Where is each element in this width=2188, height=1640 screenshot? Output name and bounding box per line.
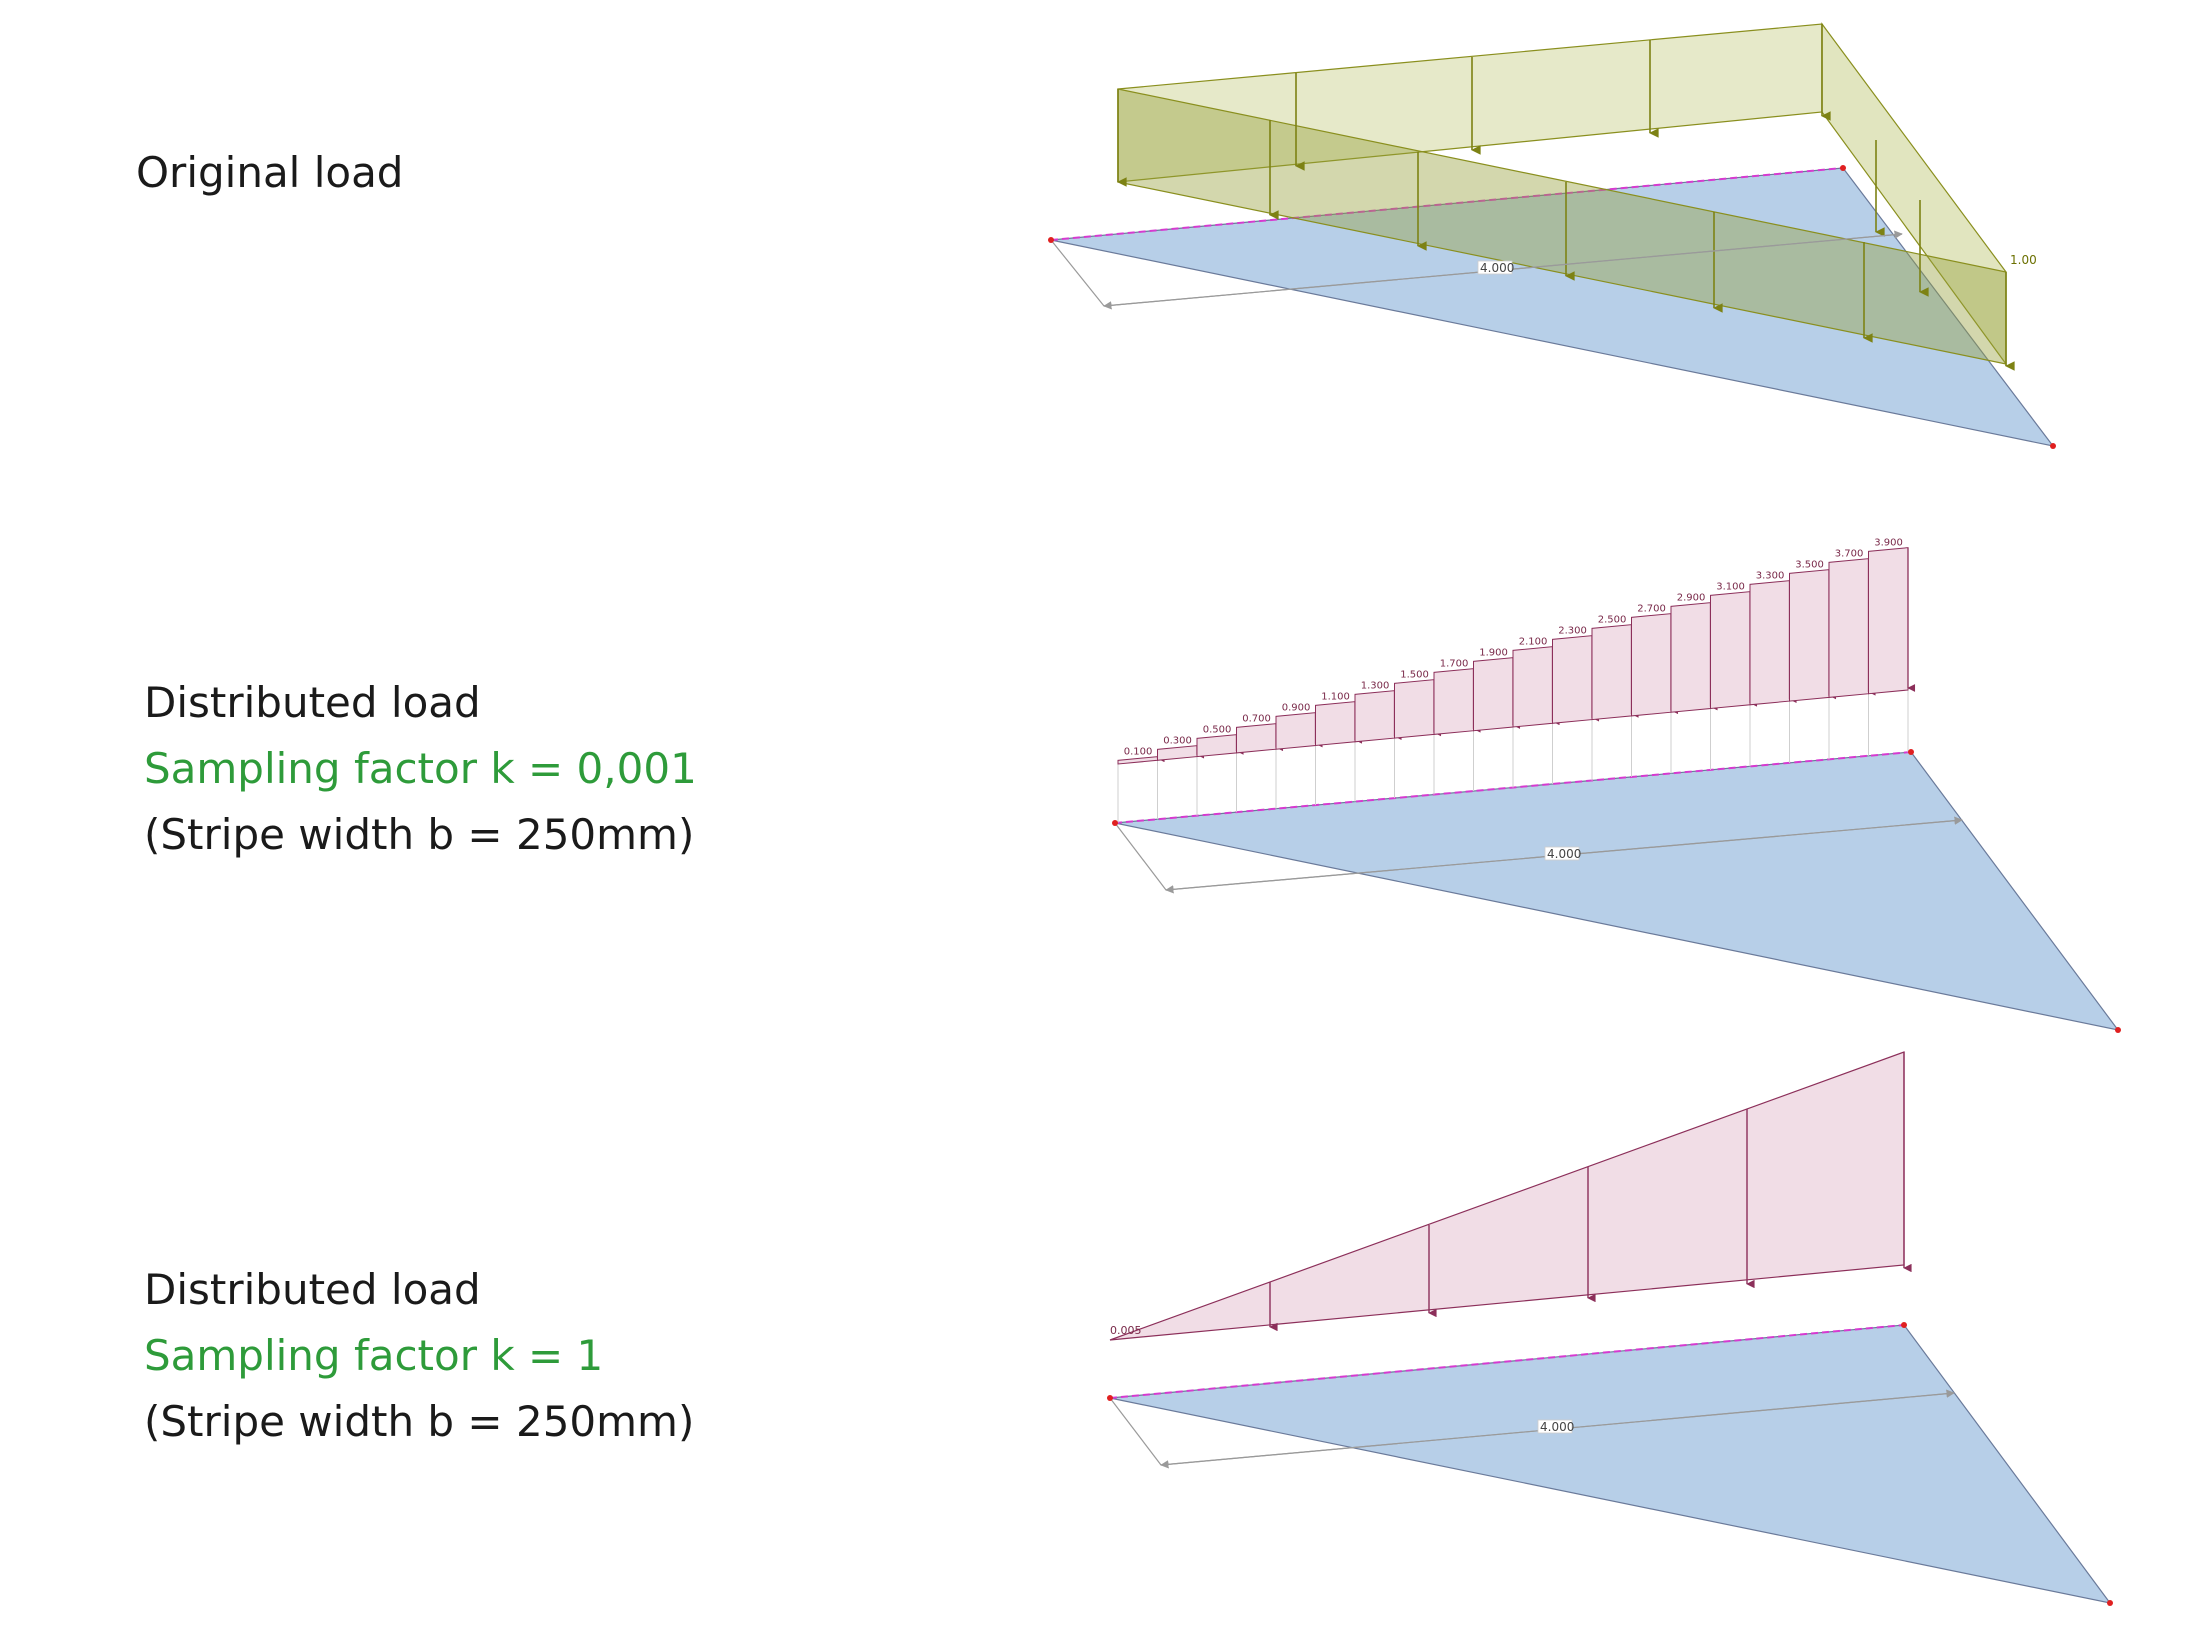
stripe-load-value: 2.300 bbox=[1558, 626, 1587, 637]
plate-top-edge bbox=[1050, 167, 1844, 241]
caption-distributed-1-title: Distributed load bbox=[144, 678, 481, 727]
stripe-load-block bbox=[1394, 679, 1435, 739]
node-point bbox=[1048, 237, 1054, 243]
stripe-load-block bbox=[1275, 712, 1316, 750]
original-dimension-label: 4.000 bbox=[1480, 261, 1514, 275]
node-point bbox=[2107, 1600, 2113, 1606]
stripe-load-block bbox=[1315, 701, 1356, 747]
stripe-load-value: 1.500 bbox=[1400, 670, 1429, 681]
caption-distributed-1: Distributed load Sampling factor k = 0,0… bbox=[144, 670, 697, 868]
caption-original-load: Original load bbox=[136, 140, 403, 206]
stripe-load-value: 0.900 bbox=[1282, 703, 1311, 714]
stripe-load-value: 0.500 bbox=[1203, 725, 1232, 736]
stripe-load-block bbox=[1868, 547, 1909, 695]
stripe-load-value: 3.500 bbox=[1795, 560, 1824, 571]
original-load-value: 1.00 bbox=[2010, 253, 2037, 267]
stripe-loads: 0.100 0.300 0.500 0.700 0.900 1.100 1.300 1.500… bbox=[1117, 538, 1916, 765]
stripe-load-value: 2.500 bbox=[1598, 615, 1627, 626]
stripe-load-value: 2.700 bbox=[1637, 604, 1666, 615]
plate-triangle bbox=[1109, 1324, 2112, 1604]
node-point bbox=[1901, 1322, 1907, 1328]
stripe-load-block bbox=[1473, 657, 1514, 732]
stripe-load-value: 0.700 bbox=[1242, 714, 1271, 725]
stripe-load-value: 3.900 bbox=[1874, 538, 1903, 549]
caption-distributed-2-stripe: (Stripe width b = 250mm) bbox=[144, 1397, 695, 1446]
node-point bbox=[2115, 1027, 2121, 1033]
caption-distributed-2: Distributed load Sampling factor k = 1 (… bbox=[144, 1257, 694, 1455]
stripe-load-value: 3.300 bbox=[1756, 571, 1785, 582]
stripe-load-block bbox=[1354, 690, 1395, 743]
stripe-load-block bbox=[1828, 558, 1869, 698]
stripe-load-value: 3.700 bbox=[1835, 549, 1864, 560]
node-point bbox=[2050, 443, 2056, 449]
triangular-load-start-value: 0.005 bbox=[1110, 1324, 1142, 1337]
stripe-load-block bbox=[1789, 569, 1830, 702]
plate-top-edge bbox=[1109, 1324, 1905, 1399]
stripe-load-block bbox=[1236, 723, 1277, 754]
caption-original-title: Original load bbox=[136, 148, 404, 197]
stripe-load-value: 0.300 bbox=[1163, 736, 1192, 747]
stripe-load-value: 3.100 bbox=[1716, 582, 1745, 593]
stripe-load-block bbox=[1670, 602, 1711, 713]
triangular-load-arrows bbox=[1269, 1052, 1912, 1332]
stripe-load-value: 2.100 bbox=[1519, 637, 1548, 648]
caption-distributed-2-sampling: Sampling factor k = 1 bbox=[144, 1331, 604, 1380]
distributed-1-dimension-label: 4.000 bbox=[1547, 847, 1581, 861]
stripe-load-block bbox=[1591, 624, 1632, 721]
distributed-1-dimension: 4.000 bbox=[1114, 816, 1963, 894]
stripe-load-block bbox=[1117, 756, 1158, 765]
original-load-arrows bbox=[1117, 24, 2015, 371]
panel-original-load: 1.00 4.000 bbox=[1048, 22, 2056, 449]
stripe-load-value: 1.100 bbox=[1321, 692, 1350, 703]
node-point bbox=[1908, 749, 1914, 755]
caption-distributed-1-sampling: Sampling factor k = 0,001 bbox=[144, 744, 697, 793]
panel-distributed-k1: 0.005 4.000 bbox=[1107, 1051, 2113, 1606]
stripe-load-value: 1.900 bbox=[1479, 648, 1508, 659]
stripe-projection-lines bbox=[1117, 690, 1909, 823]
stripe-load-block bbox=[1631, 613, 1672, 717]
original-dimension: 4.000 bbox=[1050, 230, 1903, 310]
distributed-2-dimension-label: 4.000 bbox=[1540, 1420, 1574, 1434]
stripe-load-value: 1.700 bbox=[1440, 659, 1469, 670]
stripe-load-block bbox=[1433, 668, 1474, 735]
caption-distributed-2-title: Distributed load bbox=[144, 1265, 481, 1314]
stripe-load-block bbox=[1196, 734, 1237, 758]
stripe-load-block bbox=[1749, 580, 1790, 706]
node-point bbox=[1107, 1395, 1113, 1401]
plate-triangle bbox=[1114, 751, 2120, 1031]
distributed-2-dimension: 4.000 bbox=[1109, 1389, 1955, 1469]
stripe-load-value: 2.900 bbox=[1677, 593, 1706, 604]
triangular-load-face bbox=[1109, 1051, 1905, 1341]
caption-distributed-1-stripe: (Stripe width b = 250mm) bbox=[144, 810, 695, 859]
stripe-load-value: 0.100 bbox=[1124, 747, 1153, 758]
stripe-load-block bbox=[1512, 646, 1553, 728]
stripe-load-block bbox=[1157, 745, 1198, 761]
stripe-load-block bbox=[1552, 635, 1593, 724]
stripe-load-block bbox=[1710, 591, 1751, 710]
panel-distributed-k0001: 0.100 0.300 0.500 0.700 0.900 1.100 1.300 1.500… bbox=[1112, 538, 2121, 1033]
node-point bbox=[1840, 165, 1846, 171]
stripe-load-value: 1.300 bbox=[1361, 681, 1390, 692]
node-point bbox=[1112, 820, 1118, 826]
